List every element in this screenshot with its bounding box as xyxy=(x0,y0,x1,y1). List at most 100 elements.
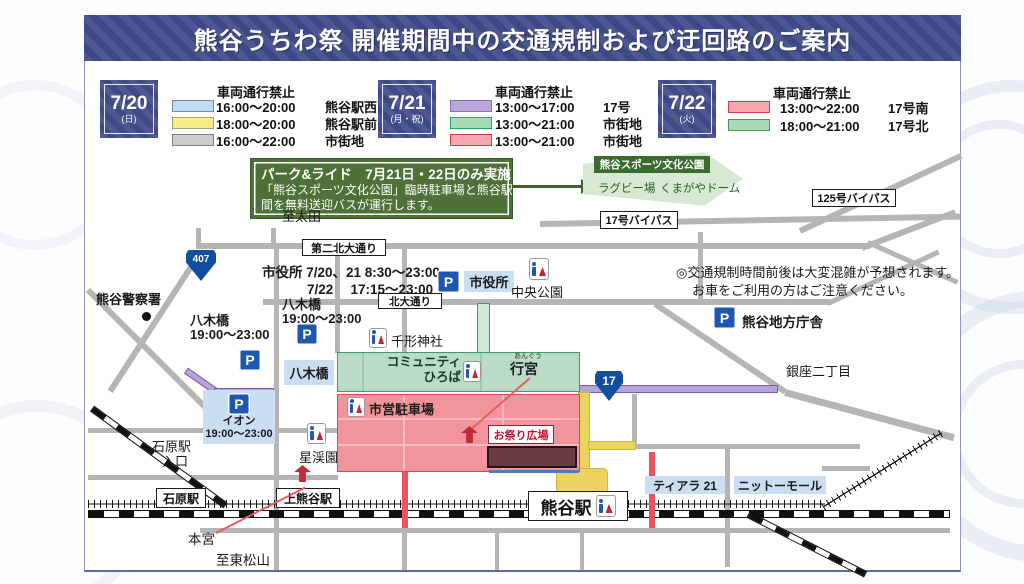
zone-divider xyxy=(338,418,579,420)
yagihashi-text: 八木橋 xyxy=(289,366,329,381)
direction-to-ota: 至太田 xyxy=(282,209,322,224)
legend-time: 13:00～17:00 xyxy=(495,100,575,115)
legend-swatch xyxy=(172,100,214,112)
police-label: 熊谷警察署 xyxy=(96,292,162,307)
cityhall-text: 市役所 xyxy=(469,275,509,290)
legend-label: 17号南 xyxy=(888,101,929,116)
legend-swatch xyxy=(728,101,770,113)
road-label-kitaodori: 北大通り xyxy=(378,293,442,309)
notice-line-1: ◎交通規制時間前後は大変混雑が予想されます。 xyxy=(676,265,960,280)
railway-jr-line xyxy=(88,510,950,518)
festival-plaza-text: お祭り広場 xyxy=(493,429,549,442)
toilet-icon xyxy=(595,495,616,517)
festival-plaza-block xyxy=(487,446,577,468)
kumagaya-station-label: 熊谷駅 xyxy=(528,491,628,521)
community-plaza-label: コミュニティ ひろば xyxy=(383,355,461,385)
railway-chichibu-line xyxy=(88,500,825,508)
station-name: 石原駅 xyxy=(162,491,199,506)
legend-label: 17号 xyxy=(603,100,631,115)
legend-time: 16:00～20:00 xyxy=(216,100,296,115)
legend-swatch xyxy=(728,119,770,131)
notice-line-2: お車をご利用の方はご注意ください。 xyxy=(692,283,914,298)
tiara21-label: ティアラ 21 xyxy=(645,476,725,494)
road-label-text: 125号バイパス xyxy=(817,193,891,205)
parking-icon: P xyxy=(228,393,250,415)
rugby-field-label: ラグビー場 xyxy=(598,183,656,195)
zone-divider xyxy=(403,395,405,471)
yagihashi-east-name: 八木橋 xyxy=(282,297,322,312)
route-number: 17 xyxy=(602,374,616,388)
yellow-road-horizontal xyxy=(588,441,636,450)
parking-icon: P xyxy=(296,323,318,345)
legend-label: 市街地 xyxy=(325,134,365,149)
parking-letter: P xyxy=(302,326,312,342)
toilet-icon xyxy=(463,361,481,382)
yagihashi-store-label: 八木橋 xyxy=(284,360,334,385)
road-vertical xyxy=(274,246,279,570)
road-horizontal xyxy=(200,528,950,533)
legend-swatch xyxy=(450,134,492,146)
road-to-ota-stub xyxy=(196,228,201,246)
day-text: (月・祝) xyxy=(390,113,424,124)
legend-time: 18:00～21:00 xyxy=(780,119,860,134)
angu-label: 行宮 xyxy=(510,361,538,377)
park-ride-text: 間を無料送迎バスが運行します。 xyxy=(261,198,440,212)
seikeien-label: 星渓園 xyxy=(299,450,339,465)
road-horizontal xyxy=(822,466,870,471)
road-horizontal xyxy=(88,475,338,480)
cityhall-label: 市役所 xyxy=(464,271,514,292)
yagihashi-east-hours: 19:00～23:00 xyxy=(282,311,362,326)
community-text: ひろば xyxy=(423,370,461,384)
legend-time: 13:00～21:00 xyxy=(495,117,575,132)
blue-road-line xyxy=(489,470,579,473)
road-label-dai2kita: 第二北大通り xyxy=(302,239,386,256)
legend-header: 車両通行禁止 xyxy=(772,86,851,101)
station-name: 熊谷駅 xyxy=(540,498,592,518)
sports-park-name: 熊谷スポーツ文化公園 xyxy=(599,159,705,171)
chuo-park-label: 中央公園 xyxy=(511,285,564,300)
legend-swatch xyxy=(450,117,492,129)
dome-label: くまがやドーム xyxy=(660,183,741,195)
park-ride-text: 「熊谷スポーツ文化公園」臨時駐車場と熊谷駅 xyxy=(261,183,513,197)
parking-letter: P xyxy=(245,352,255,368)
toilet-icon xyxy=(529,258,549,280)
legend-label: 市街地 xyxy=(603,117,643,132)
legend-swatch xyxy=(172,134,214,146)
community-text: コミュニティ xyxy=(386,355,461,369)
legend-header: 車両通行禁止 xyxy=(494,85,573,100)
date-text: 7/21 xyxy=(388,92,426,114)
chikata-shrine-label: 千形神社 xyxy=(391,334,444,349)
legend-time: 18:00～20:00 xyxy=(216,117,296,132)
cityhall-hours-1: 市役所 7/20、21 8:30～23:00 xyxy=(262,265,440,280)
day-text: (日) xyxy=(121,113,137,124)
road-horizontal xyxy=(634,444,860,449)
park-and-ride-box: パーク&ライド 7月21日・22日のみ実施 「熊谷スポーツ文化公園」臨時駐車場と… xyxy=(250,158,513,219)
parking-letter: P xyxy=(719,309,730,326)
aeon-box: P イオン 19:00～23:00 xyxy=(203,390,275,444)
day-text: (火) xyxy=(679,113,695,124)
toilet-icon xyxy=(369,328,387,348)
ishihara-entrance-label-1: 石原駅 xyxy=(152,439,192,454)
ishihara-station-label: 石原駅 xyxy=(156,488,206,508)
road-vertical xyxy=(402,528,407,570)
road-vertical xyxy=(632,394,637,444)
police-dot xyxy=(142,312,151,321)
toilet-icon xyxy=(347,397,365,417)
nittomall-text: ニットーモール xyxy=(737,478,822,493)
road-dai2kita xyxy=(196,243,870,249)
tiara21-text: ティアラ 21 xyxy=(653,478,717,493)
parking-letter: P xyxy=(234,396,244,412)
parking-letter: P xyxy=(443,273,454,290)
direction-to-higashimatsuyama: 至東松山 xyxy=(216,553,270,568)
page-title: 熊谷うちわ祭 開催期間中の交通規制および迂回路のご案内 xyxy=(84,15,961,61)
date-text: 7/22 xyxy=(668,92,706,114)
road-label-text: 北大通り xyxy=(389,295,431,308)
cityhall-hours-2: 7/22 17:15～23:00 xyxy=(307,282,434,297)
parking-icon: P xyxy=(239,349,261,371)
road-label-bypass17: 17号バイパス xyxy=(600,211,678,229)
date-badge-722: 7/22(火) xyxy=(658,80,716,138)
shuttle-arrow-line xyxy=(513,185,583,188)
road-label-bypass125: 125号バイパス xyxy=(812,189,896,207)
road-to-ota-stub xyxy=(271,228,276,246)
